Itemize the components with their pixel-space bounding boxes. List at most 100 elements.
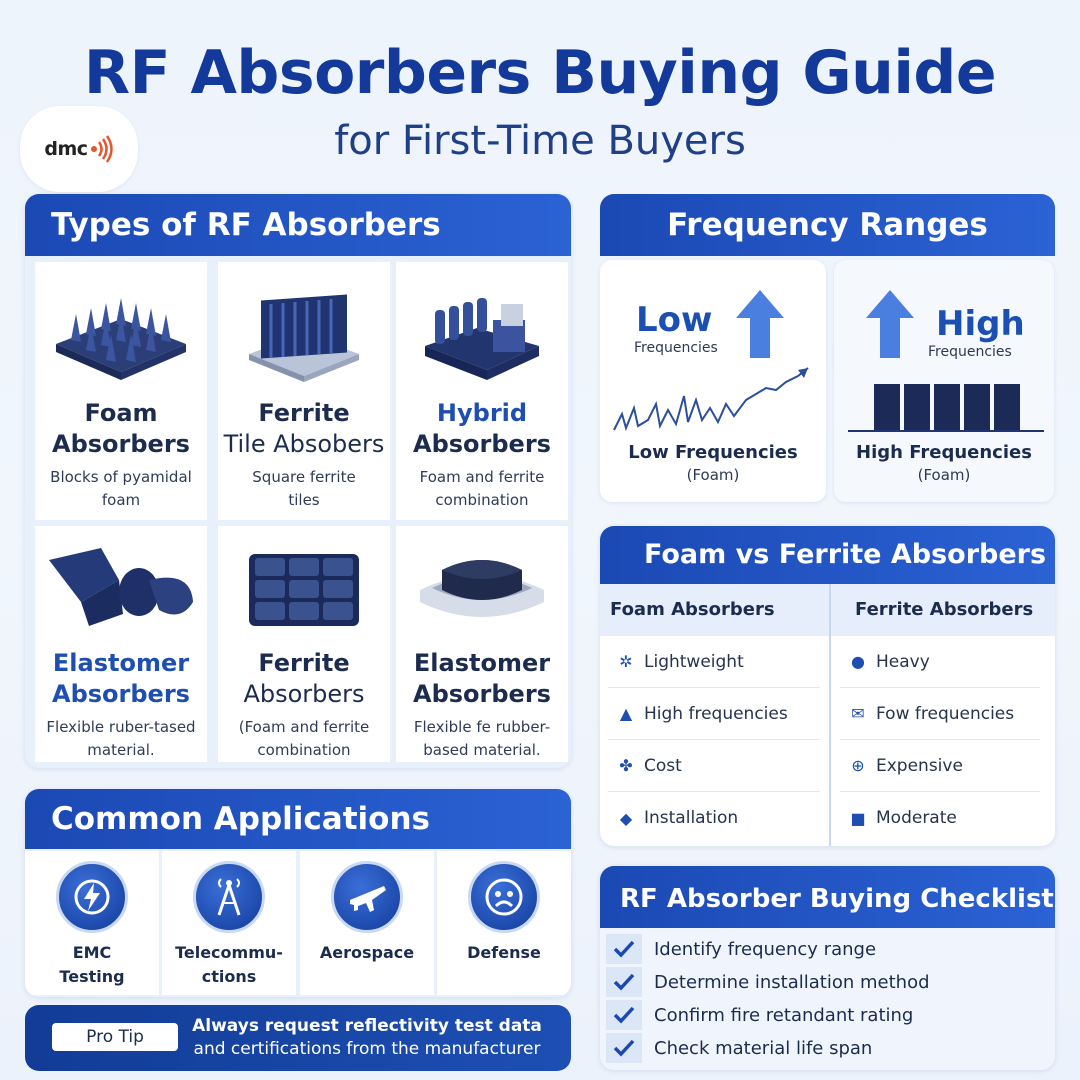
signal-waves-icon <box>90 135 113 163</box>
foam-row: ◆ Installation <box>608 792 820 844</box>
type-name-line2: Absorbers <box>413 430 551 458</box>
airplane-icon <box>331 861 403 933</box>
ferrite-row-text: Expensive <box>876 755 963 776</box>
checklist-item-text: Confirm fire retandant rating <box>654 1004 914 1026</box>
checkmark-icon <box>606 967 642 997</box>
foam-row-text: Cost <box>644 755 682 776</box>
ferrite-row: ●Heavy <box>840 636 1040 688</box>
app-label-line2: ctions <box>201 967 257 986</box>
applications-heading: Common Applications <box>25 789 571 849</box>
page-title: RF Absorbers Buying Guide <box>83 38 997 108</box>
warning-icon: ▲ <box>619 704 633 723</box>
checklist-item: Determine installation method <box>606 967 1046 997</box>
types-heading: Types of RF Absorbers <box>25 194 571 256</box>
high-frequency-label: High Frequencies <box>856 442 1032 463</box>
elastomer-pad-icon <box>420 560 544 617</box>
column-divider <box>829 584 831 846</box>
app-label-line1: Defense <box>467 943 541 962</box>
cost-icon: ✤ <box>619 756 633 775</box>
app-label-line2: Testing <box>59 967 125 986</box>
pro-tip-line2: and certifications from the manufacturer <box>193 1039 541 1059</box>
types-panel: Types of RF Absorbers Foam Absorbers Blo… <box>25 194 571 768</box>
page-subtitle: for First-Time Buyers <box>334 118 746 164</box>
coin-icon: ⊕ <box>851 756 865 775</box>
foam-row-text: High frequencies <box>644 703 788 724</box>
up-arrow-icon <box>866 290 914 358</box>
type-card-hybrid: Hybrid Absorbers Foam and ferrite combin… <box>396 262 568 520</box>
app-card-aerospace: Aerospace <box>300 851 434 995</box>
checklist-item: Check material life span <box>606 1033 1046 1063</box>
type-name-line1: Elastomer <box>413 649 551 677</box>
ferrite-row: ✉Fow frequencies <box>840 688 1040 740</box>
checklist-item: Confirm fire retandant rating <box>606 1000 1046 1030</box>
type-desc-line2: combination <box>257 741 351 759</box>
type-desc-line2: combination <box>435 491 529 509</box>
ferrite-row: ■Moderate <box>840 792 1040 844</box>
type-card-ferrite: Ferrite Absorbers (Foam and ferrite comb… <box>218 526 390 762</box>
hybrid-absorber-icon <box>425 298 539 380</box>
pro-tip-text: Always request reflectivity test data an… <box>177 1015 557 1061</box>
low-frequency-card: Low Frequencies Low Frequencies (Foam) <box>600 260 826 502</box>
low-big-label: Low <box>636 300 713 340</box>
type-name-line2: Absorbers <box>243 680 365 708</box>
foam-row-text: Installation <box>644 808 739 828</box>
comparison-heading: Foam vs Ferrite Absorbers <box>600 526 1055 584</box>
ferrite-row: ⊕ Expensive <box>840 740 1040 792</box>
type-name-line1: Hybrid <box>436 399 528 427</box>
app-label-line1: Aerospace <box>319 943 415 962</box>
type-desc-line1: Flexible fe rubber- <box>413 718 551 736</box>
app-label-line1: Telecommu- <box>175 943 283 962</box>
foam-row: ✤ Cost <box>608 740 820 792</box>
high-frequency-sub: (Foam) <box>917 466 971 484</box>
type-card-foam: Foam Absorbers Blocks of pyamidal foam <box>35 262 207 520</box>
type-name-line1: Foam <box>84 399 158 427</box>
gear-icon: ✲ <box>619 652 633 671</box>
antenna-icon <box>193 861 265 933</box>
high-frequency-blocks-icon <box>848 384 1044 432</box>
comparison-panel: Foam vs Ferrite Absorbers Foam Absorbers… <box>600 526 1055 846</box>
high-small-label: Frequencies <box>928 344 1012 360</box>
ferrite-row-text: Heavy <box>876 651 930 672</box>
foam-row-text: Lightweight <box>644 651 744 672</box>
ferrite-row-text: Moderate <box>876 808 957 828</box>
type-desc-line2: material. <box>87 741 155 759</box>
tool-icon: ◆ <box>619 808 633 828</box>
type-desc-line1: (Foam and ferrite <box>238 718 370 736</box>
checklist-heading: RF Absorber Buying Checklist <box>600 866 1055 928</box>
low-small-label: Frequencies <box>634 340 718 356</box>
pro-tip-bar: Pro Tip Always request reflectivity test… <box>25 1005 571 1071</box>
checklist-item-text: Determine installation method <box>654 971 930 993</box>
up-arrow-icon <box>736 290 784 358</box>
elastomer-absorber-icon <box>49 548 193 626</box>
type-name-line2: Absorbers <box>52 430 190 458</box>
checklist-item-text: Identify frequency range <box>654 938 877 960</box>
mail-icon: ✉ <box>851 704 865 723</box>
foam-column-header: Foam Absorbers <box>600 584 829 636</box>
type-desc-line2: based material. <box>423 741 541 759</box>
foam-row: ✲ Lightweight <box>608 636 820 688</box>
pro-tip-line1: Always request reflectivity test data <box>192 1016 542 1036</box>
type-name-line2: Absorbers <box>413 680 551 708</box>
type-desc-line2: foam <box>101 491 141 509</box>
type-name-line2: Tile Absobers <box>223 430 385 458</box>
high-frequency-card: High Frequencies High Frequencies (Foam) <box>834 260 1054 502</box>
type-desc-line1: Square ferrite <box>252 468 356 486</box>
foam-row: ▲ High frequencies <box>608 688 820 740</box>
lightning-icon <box>56 861 128 933</box>
type-card-elastomer-2: Elastomer Absorbers Flexible fe rubber- … <box>396 526 568 762</box>
type-desc-line2: tiles <box>288 491 320 509</box>
low-frequency-sub: (Foam) <box>686 466 740 484</box>
type-desc-line1: Blocks of pyamidal <box>50 468 192 486</box>
type-name-line1: Ferrite <box>258 649 350 677</box>
checkmark-icon <box>606 934 642 964</box>
logo-text: dmc <box>44 138 88 160</box>
checklist-item: Identify frequency range <box>606 934 1046 964</box>
type-desc-line1: Foam and ferrite <box>419 468 545 486</box>
ferrite-tile-icon <box>249 294 359 382</box>
type-desc-line1: Flexible ruber-tased <box>46 718 196 736</box>
pyramidal-foam-icon <box>56 298 186 380</box>
checkmark-icon <box>606 1033 642 1063</box>
brand-logo: dmc <box>20 106 138 192</box>
ferrite-column-header: Ferrite Absorbers <box>831 584 1055 636</box>
